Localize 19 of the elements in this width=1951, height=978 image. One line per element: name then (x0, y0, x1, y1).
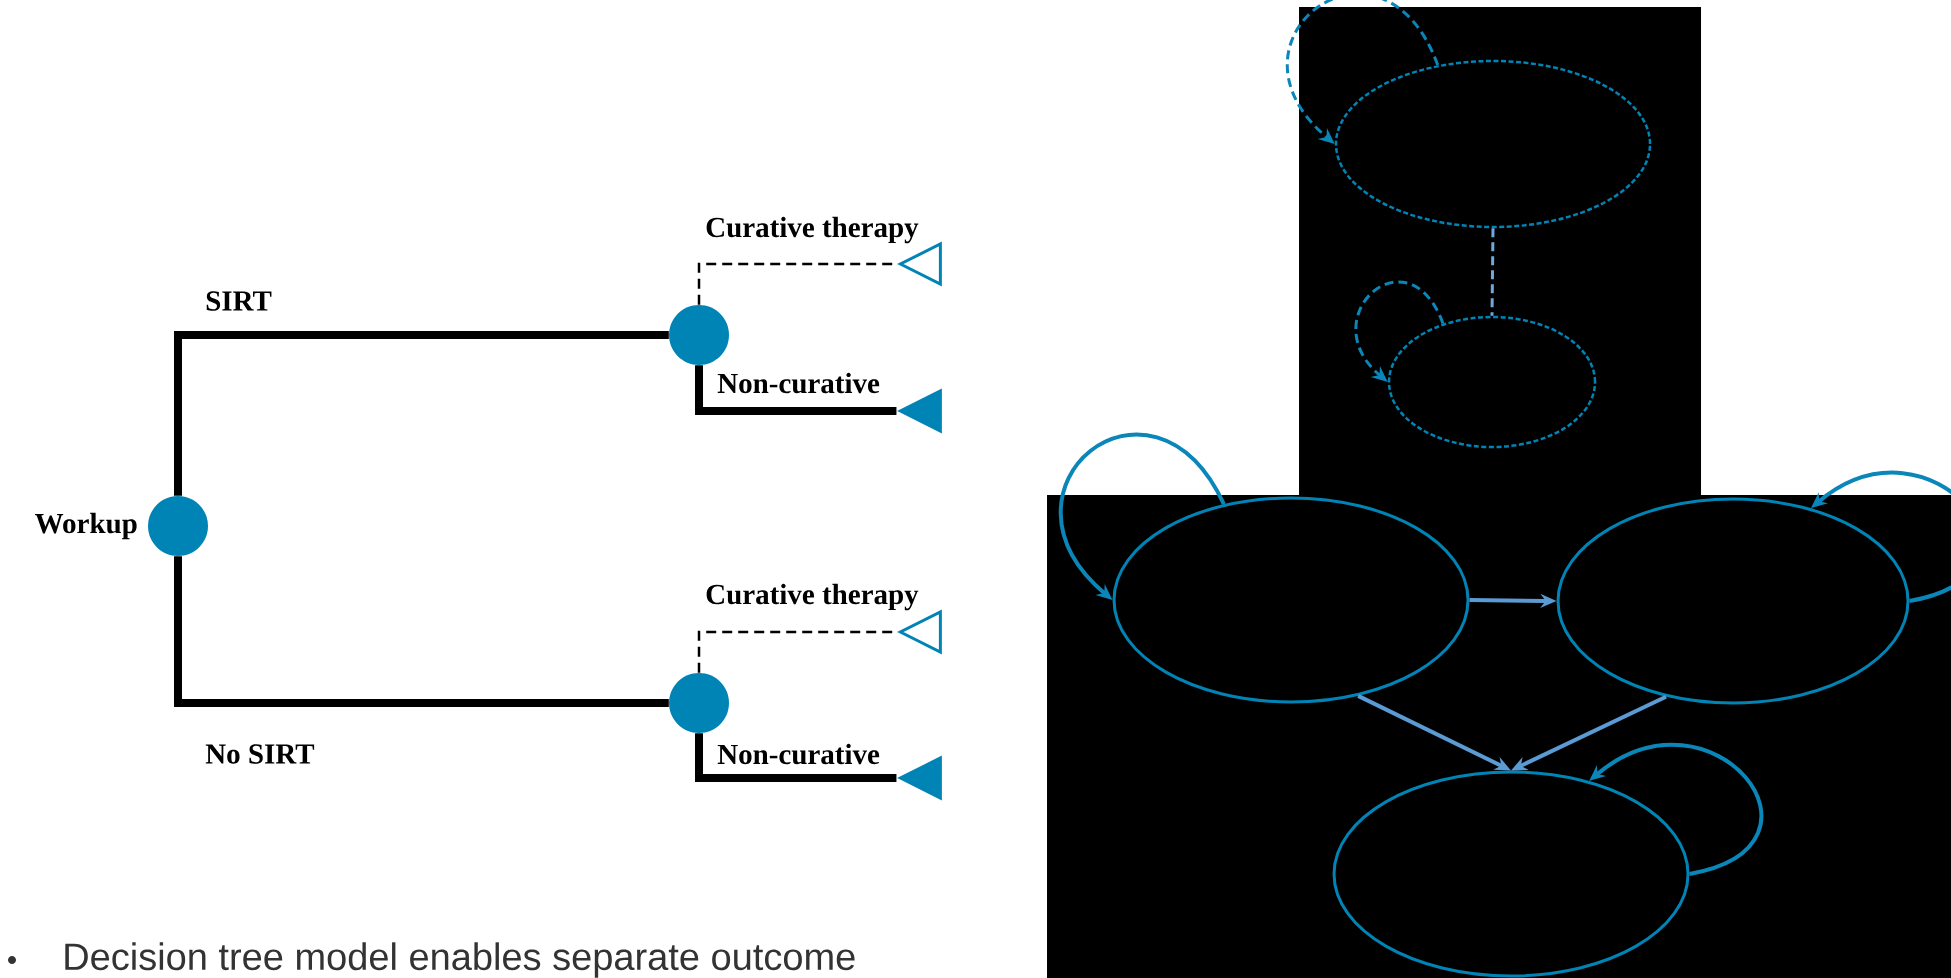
edge-label: Curative therapy (706, 216, 919, 244)
edge-label: Non-curative (717, 743, 880, 765)
state-ellipse (1387, 315, 1597, 449)
node-label: Workup (35, 512, 137, 540)
self-loop-arrow (1058, 432, 1226, 600)
state-ellipse (1556, 497, 1910, 705)
branch-line (1490, 228, 1495, 316)
bullet-text: Decision tree model enables separate outcome (65, 942, 855, 978)
self-loop-arrow (1285, 0, 1440, 144)
chance-node-circle (669, 673, 729, 733)
state-ellipse (1332, 770, 1690, 978)
edge-label: Non-curative (717, 372, 880, 394)
state-ellipse (1334, 59, 1652, 229)
edge-label: No SIRT (205, 744, 315, 764)
edge-label: Curative therapy (706, 583, 919, 611)
state-ellipse (1112, 496, 1470, 704)
chance-node-circle (669, 305, 729, 365)
edge-label: SIRT (206, 291, 272, 311)
self-loop-arrow (1354, 280, 1445, 382)
